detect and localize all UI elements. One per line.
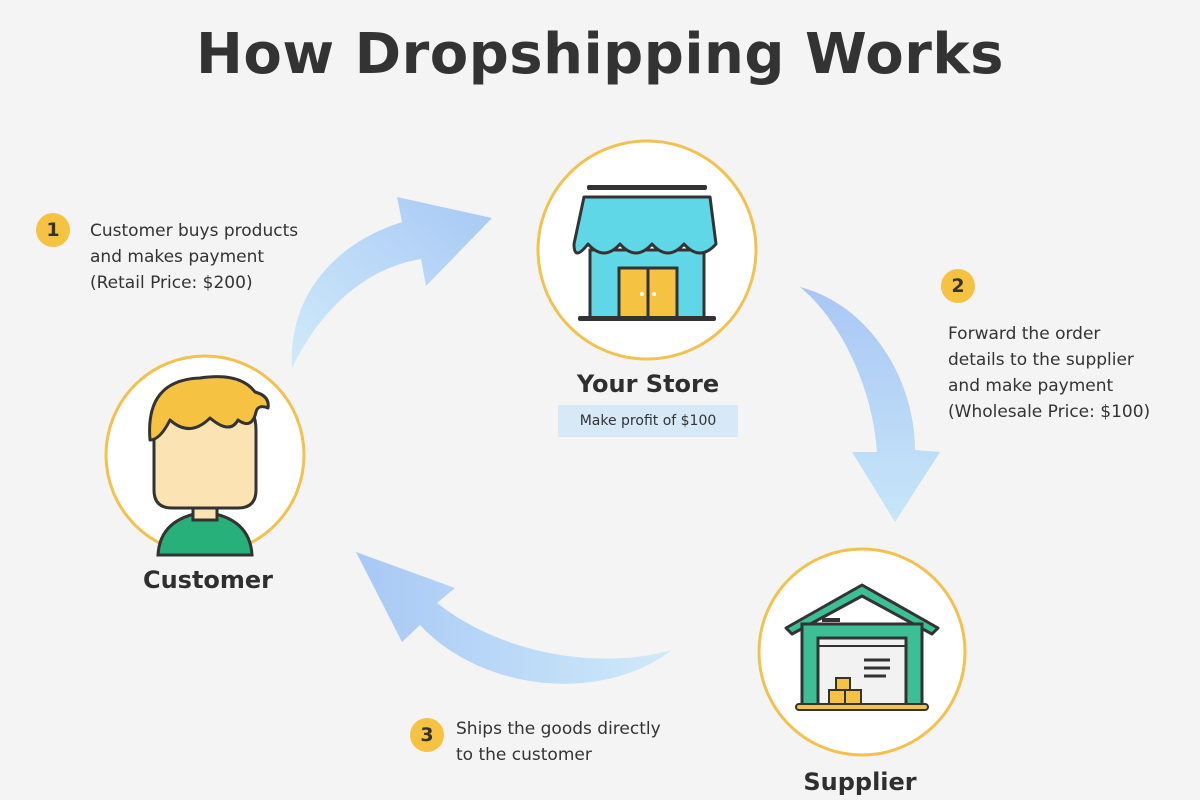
arrow-store-to-supplier: [800, 287, 940, 522]
step-2-line: Forward the order: [948, 324, 1101, 344]
step-2-line: (Wholesale Price: $100): [948, 402, 1151, 422]
person-avatar-icon: [148, 375, 270, 557]
step-2-badge: 2: [941, 269, 975, 303]
profit-note: Make profit of $100: [558, 405, 738, 437]
customer-node: [104, 354, 306, 557]
arrow-supplier-to-customer: [356, 552, 672, 684]
storefront-icon: [572, 185, 718, 321]
step-3-line: Ships the goods directly: [456, 719, 661, 739]
step-3-text: Ships the goods directly to the customer: [456, 716, 661, 768]
step-1-line: (Retail Price: $200): [90, 273, 253, 293]
step-1-text: Customer buys products and makes payment…: [90, 218, 298, 296]
step-1-badge: 1: [36, 213, 70, 247]
step-2-line: and make payment: [948, 376, 1114, 396]
step-3-badge: 3: [410, 718, 444, 752]
step-1-line: and makes payment: [90, 247, 265, 267]
customer-label: Customer: [142, 566, 274, 594]
warehouse-icon: [784, 583, 940, 711]
store-node: [536, 139, 758, 361]
step-3-line: to the customer: [456, 745, 592, 765]
supplier-node: [757, 547, 967, 757]
step-1-line: Customer buys products: [90, 221, 299, 241]
step-2-line: details to the supplier: [948, 350, 1134, 370]
your-store-label: Your Store: [576, 370, 720, 398]
arrow-customer-to-store: [291, 197, 492, 368]
diagram-title: How Dropshipping Works: [196, 22, 1004, 87]
supplier-label: Supplier: [803, 768, 917, 796]
step-2-text: Forward the order details to the supplie…: [948, 321, 1150, 425]
